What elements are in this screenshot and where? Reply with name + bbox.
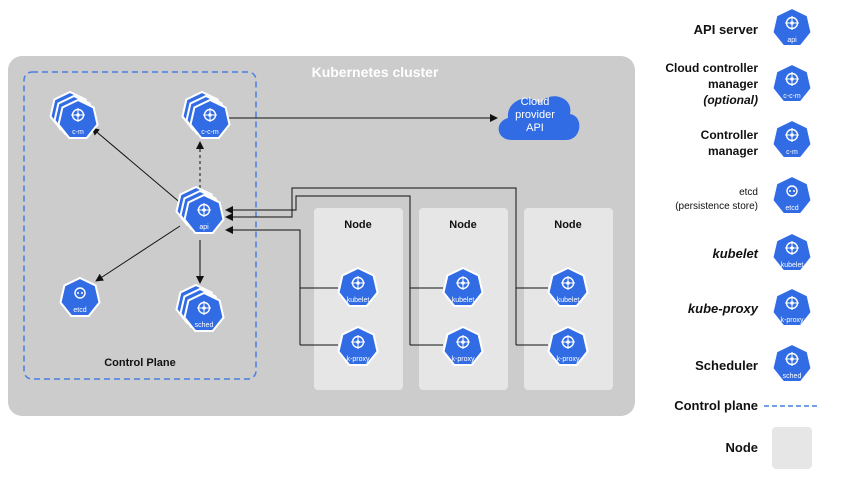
svg-text:k-proxy: k-proxy — [781, 317, 804, 324]
svg-text:sched: sched — [783, 373, 802, 380]
legend-cm-label: Controller manager — [700, 128, 758, 158]
ccm-icon: c-c-m — [181, 91, 231, 139]
svg-text:c-c-m: c-c-m — [783, 93, 801, 100]
legend-control-plane-label: Control plane — [674, 398, 758, 413]
legend-etcd-icon: etcd — [771, 175, 813, 215]
node2-to-api-line — [225, 195, 443, 289]
api-to-cm-arrow — [91, 127, 184, 206]
legend-cm-icon: c-m — [771, 119, 813, 159]
legend-scheduler-label: Scheduler — [695, 358, 758, 373]
kproxy-icon-node1: k-proxy — [337, 326, 379, 366]
node1-to-api-line — [225, 226, 338, 289]
node-title-2: Node — [449, 219, 477, 231]
connections — [91, 114, 548, 346]
svg-text:k-proxy: k-proxy — [557, 356, 580, 363]
legend-kubelet-label: kubelet — [712, 246, 758, 261]
api-to-etcd-arrow — [95, 225, 181, 282]
svg-text:kubelet: kubelet — [347, 297, 370, 304]
svg-text:k-proxy: k-proxy — [347, 356, 370, 363]
legend-kube-proxy-label: kube-proxy — [687, 301, 758, 316]
legend-sched-icon: sched — [771, 343, 813, 383]
svg-text:kubelet: kubelet — [452, 297, 475, 304]
legend-node-label: Node — [725, 440, 759, 455]
legend-kproxy-icon: k-proxy — [771, 287, 813, 327]
kproxy-icon-node3: k-proxy — [547, 326, 589, 366]
cluster-title: Kubernetes cluster — [311, 64, 439, 80]
cloud-provider-api-label: Cloud provider API — [515, 96, 555, 134]
legend-ccm-label: Cloud controller manager (optional) — [665, 61, 758, 107]
node-title-1: Node — [344, 219, 372, 231]
etcd-icon: etcd — [59, 277, 101, 317]
legend-api-server-label: API server — [693, 22, 758, 37]
legend-kubelet-icon: kubelet — [771, 232, 813, 272]
kubelet-icon-node2: kubelet — [442, 267, 484, 307]
control-plane-box — [23, 71, 257, 380]
svg-text:api: api — [787, 37, 797, 44]
cloud-provider-api-shape — [498, 96, 580, 140]
legend-ccm-icon: c-c-m — [771, 63, 813, 103]
legend-api-icon: api — [771, 7, 813, 47]
api-server-icon: api — [175, 186, 225, 234]
svg-text:sched: sched — [195, 322, 214, 329]
node-title-3: Node — [554, 219, 582, 231]
svg-text:kubelet: kubelet — [557, 297, 580, 304]
svg-text:c-m: c-m — [72, 129, 84, 136]
kubelet-icon-node1: kubelet — [337, 267, 379, 307]
kubelet-icon-node3: kubelet — [547, 267, 589, 307]
svg-text:c-c-m: c-c-m — [201, 129, 219, 136]
node3-to-api-line — [225, 187, 548, 289]
svg-text:etcd: etcd — [73, 307, 86, 314]
svg-text:etcd: etcd — [785, 205, 798, 212]
scheduler-icon: sched — [175, 284, 225, 332]
control-plane-title: Control Plane — [104, 357, 176, 369]
svg-text:c-m: c-m — [786, 149, 798, 156]
kproxy-icon-node2: k-proxy — [442, 326, 484, 366]
svg-text:api: api — [199, 224, 209, 231]
legend-etcd-label: etcd (persistence store) — [675, 187, 758, 212]
legend-node-swatch — [772, 427, 812, 469]
svg-text:kubelet: kubelet — [781, 262, 804, 269]
cm-icon: c-m — [49, 91, 99, 139]
svg-text:k-proxy: k-proxy — [452, 356, 475, 363]
